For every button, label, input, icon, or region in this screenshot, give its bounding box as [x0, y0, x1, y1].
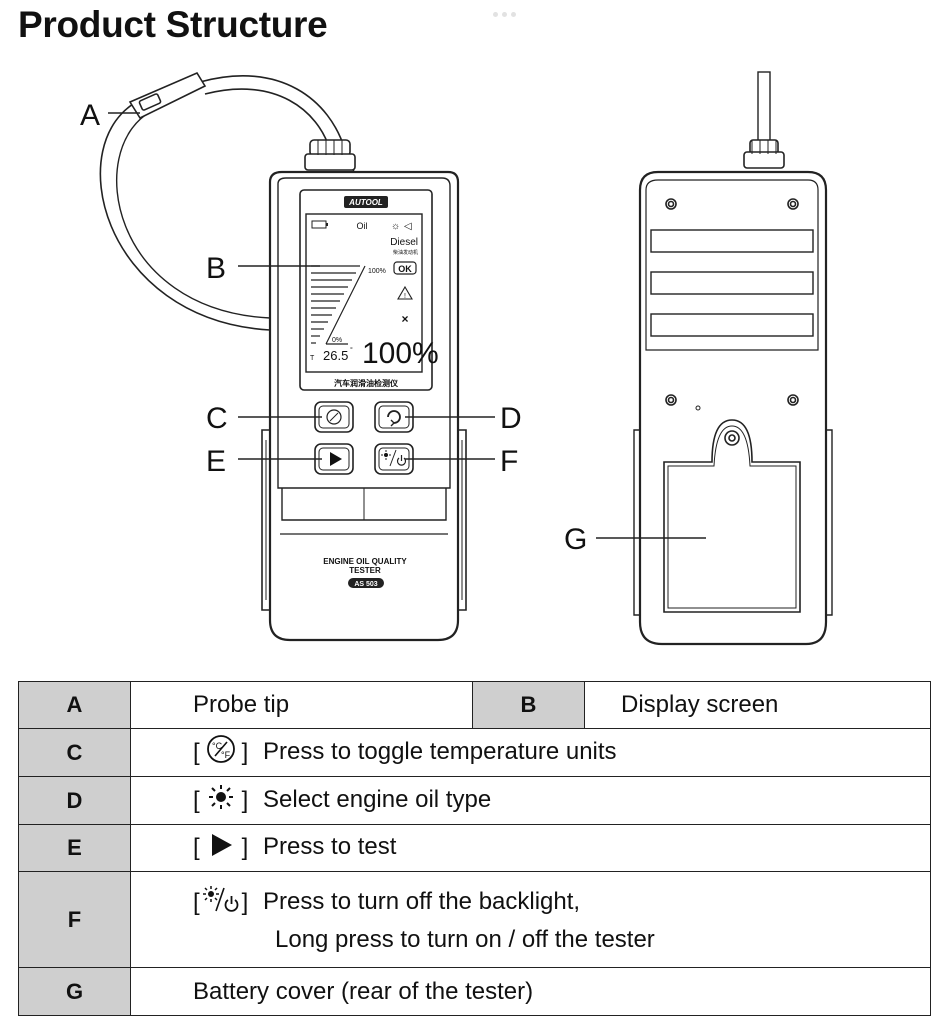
row-key: E [18, 824, 131, 872]
lcd-oil-type: Diesel [390, 237, 418, 248]
callout-e: E [206, 445, 226, 478]
callout-a: A [80, 99, 100, 132]
row-content: [°C°F] Press to toggle temperature units [130, 728, 931, 777]
svg-text:°F: °F [221, 750, 231, 760]
callout-c: C [206, 402, 228, 435]
device-caption-cn: 汽车润滑油检测仪 [334, 378, 399, 388]
device-model-badge: AS 503 [354, 581, 377, 588]
button-e[interactable] [314, 443, 354, 475]
bracket-close: ] [241, 834, 249, 861]
lcd-temp-prefix: T [310, 355, 315, 362]
callout-g: G [564, 523, 587, 556]
page-indicator-dots [493, 4, 523, 17]
play-icon [206, 832, 236, 865]
row-text: Press to turn off the backlight, [263, 887, 581, 915]
row-content: [] Press to turn off the backlight, Long… [130, 871, 931, 968]
row-key: G [18, 967, 131, 1016]
lcd-warning-mark: ! [404, 293, 406, 300]
rear-view [633, 71, 833, 646]
callout-d: D [500, 402, 522, 435]
row-text: Probe tip [130, 681, 473, 729]
lcd-oil-label: Oil [357, 221, 368, 231]
battery-cover [663, 419, 801, 613]
bracket-open: [ [193, 888, 200, 916]
lcd-top-percent: 100% [368, 268, 386, 275]
lcd-temp-unit: ° [350, 346, 353, 354]
probe-cable [99, 99, 271, 331]
page-title: Product Structure [18, 4, 328, 45]
lcd-cross-icon: × [401, 312, 408, 326]
callout-lines [108, 112, 706, 539]
row-content: [] Select engine oil type [130, 776, 931, 825]
temperature-unit-icon: °C°F [206, 734, 236, 771]
row-content: [] Press to test [130, 824, 931, 872]
table-row: D [] Select engine oil type [18, 776, 931, 825]
row-key: D [18, 776, 131, 825]
table-row: C [°C°F] Press to toggle temperature uni… [18, 728, 931, 777]
lcd-oil-type-sub: 柴油发动机 [393, 249, 418, 256]
callout-f: F [500, 445, 518, 478]
probe-tip [128, 71, 207, 120]
row-key: A [18, 681, 131, 729]
lcd-screen [305, 213, 423, 373]
lcd-light-icon: ☼ [391, 221, 400, 232]
backlight-power-icon [202, 885, 240, 920]
callout-b: B [206, 252, 226, 285]
parts-table: A Probe tip B Display screen C [°C°F] Pr… [18, 681, 931, 1016]
front-view [99, 71, 467, 642]
lcd-reading: 100% [362, 337, 439, 370]
brand-logo: AUTOOL [348, 198, 383, 207]
row-key: C [18, 728, 131, 777]
table-row: E [] Press to test [18, 824, 931, 872]
row-text: Battery cover (rear of the tester) [130, 967, 931, 1016]
table-row: A Probe tip B Display screen [18, 681, 931, 729]
row-text: Press to test [263, 833, 397, 861]
button-d[interactable] [374, 401, 414, 433]
device-label-line2: TESTER [349, 566, 381, 575]
device-label-line1: ENGINE OIL QUALITY [323, 557, 407, 566]
row-text-line2: Long press to turn on / off the tester [275, 926, 655, 953]
lcd-bottom-percent: 0% [332, 337, 342, 344]
sun-icon [206, 784, 236, 817]
row-key: F [18, 871, 131, 968]
product-diagram: AUTOOL Oil ☼ ◁ Diesel 柴油发动机 100% OK ! × … [80, 71, 833, 646]
bracket-close: ] [241, 738, 249, 766]
bracket-close: ] [241, 888, 249, 916]
bracket-close: ] [241, 786, 249, 814]
table-row: F [] Press to turn off the backlight, Lo… [18, 871, 931, 968]
lcd-temperature: 26.5 [323, 348, 348, 363]
bracket-open: [ [193, 834, 200, 861]
bracket-open: [ [193, 786, 200, 814]
svg-text:°C: °C [212, 741, 223, 751]
row-key: B [472, 681, 585, 729]
table-row: G Battery cover (rear of the tester) [18, 967, 931, 1016]
lcd-ok-label: OK [398, 264, 412, 274]
row-text: Display screen [584, 681, 931, 729]
row-text: Select engine oil type [263, 785, 492, 813]
lcd-sound-icon: ◁ [404, 221, 412, 232]
row-text: Press to toggle temperature units [263, 737, 617, 765]
bracket-open: [ [193, 738, 200, 766]
